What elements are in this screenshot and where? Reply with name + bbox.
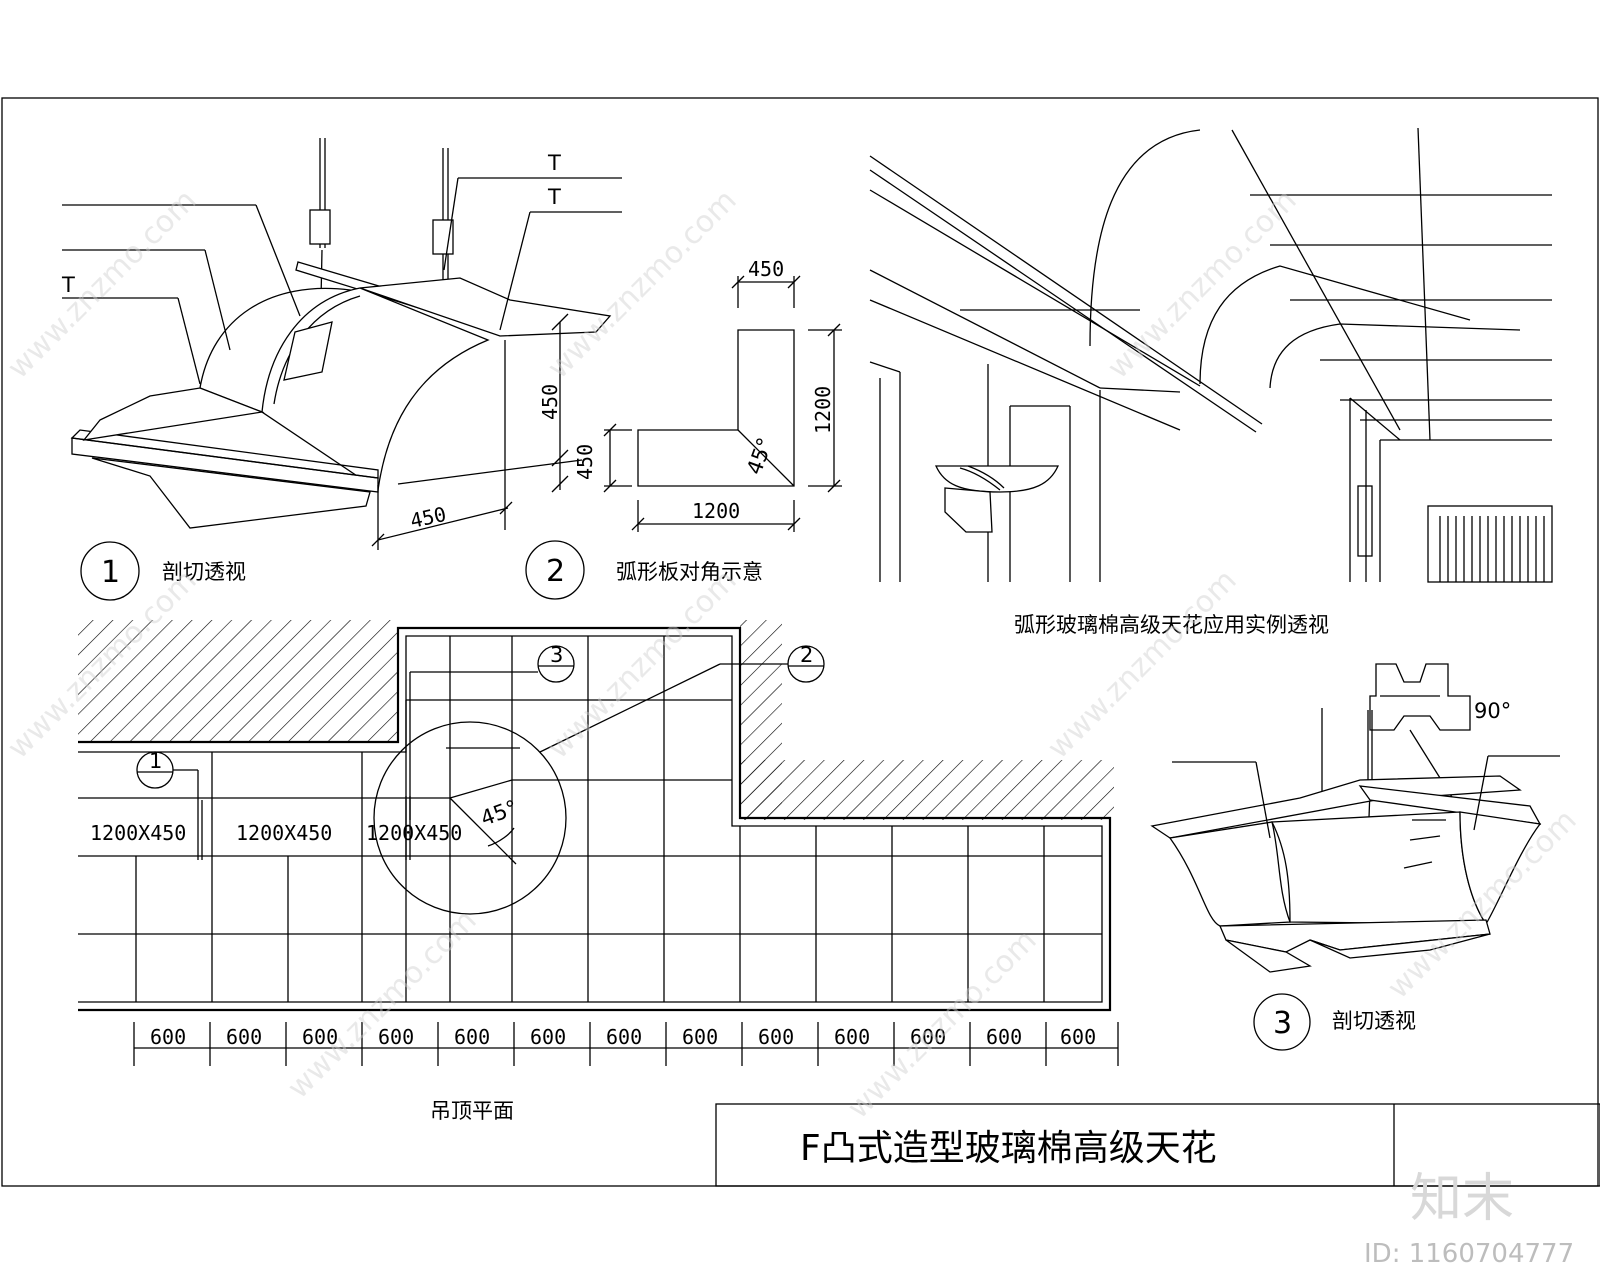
plan-dim-600-12: 600 <box>986 1025 1022 1049</box>
view3-section-perspective: 90° 3 剖切透视 <box>1150 663 1560 1051</box>
view2-angle-45: 45° <box>742 435 777 478</box>
t-marker-left: T <box>61 273 75 297</box>
plan-dim-600-7: 600 <box>606 1025 642 1049</box>
plan-dim-600-10: 600 <box>834 1025 870 1049</box>
view1-number: 1 <box>101 555 120 590</box>
watermark-site-6: www.znzmo.com <box>1041 563 1244 766</box>
view3-caption: 剖切透视 <box>1332 1009 1416 1033</box>
watermark-id: ID: 1160704777 <box>1364 1239 1574 1269</box>
watermark-brand: 知末 <box>1410 1169 1514 1229</box>
ref-bubble-3 <box>537 645 575 683</box>
watermark-site-2: www.znzmo.com <box>541 183 744 386</box>
dim-v2-1200-vertical: 1200 <box>811 386 835 434</box>
example-caption: 弧形玻璃棉高级天花应用实例透视 <box>1014 613 1329 637</box>
watermark-site-1: www.znzmo.com <box>1 183 204 386</box>
dim-v1-450-depth: 450 <box>408 502 448 533</box>
view3-number: 3 <box>1273 1006 1292 1041</box>
dim-v2-1200-horizontal: 1200 <box>692 499 740 523</box>
view1-section-perspective: T T T 450 450 450 1 剖切透视 <box>61 138 622 601</box>
plan-caption: 吊顶平面 <box>430 1099 514 1123</box>
plan-dim-600-6: 600 <box>530 1025 566 1049</box>
view1-number-circle <box>80 541 140 601</box>
dim-v2-450: 450 <box>748 257 784 281</box>
plan-dim-600-2: 600 <box>226 1025 262 1049</box>
plan-dim-600-11: 600 <box>910 1025 946 1049</box>
plan-dimension-ticks <box>133 1022 1119 1066</box>
plan-dim-600-4: 600 <box>378 1025 414 1049</box>
t-marker-middle: T <box>547 185 561 209</box>
drawing-title: F凸式造型玻璃棉高级天花 <box>800 1128 1217 1169</box>
plan-grid <box>78 636 1102 1002</box>
dim-v1-450-lower: 450 <box>573 444 597 480</box>
curtain-folds <box>1439 516 1545 582</box>
ref-bubble-3-number: 3 <box>550 643 563 667</box>
view3-number-circle <box>1253 993 1311 1051</box>
detail-callout-circle <box>373 721 567 915</box>
plan-dim-600-13: 600 <box>1060 1025 1096 1049</box>
panel-size-label-2: 1200X450 <box>236 821 332 845</box>
plan-dim-600-3: 600 <box>302 1025 338 1049</box>
t-marker-upper: T <box>547 151 561 175</box>
title-block: F凸式造型玻璃棉高级天花 <box>715 1103 1600 1187</box>
ref-bubble-1-number: 1 <box>149 749 162 773</box>
wall-hatch-right <box>740 760 1114 820</box>
panel-size-label-1: 1200X450 <box>90 821 186 845</box>
wall-hatch-left <box>78 620 398 742</box>
ceiling-plan: 45° 3 2 1 1200X450 1200X450 1200X450 <box>78 620 1119 1123</box>
plan-angle-45: 45° <box>478 795 521 830</box>
view1-caption: 剖切透视 <box>162 560 246 584</box>
view2-number-circle <box>525 540 585 600</box>
plan-dim-600-9: 600 <box>758 1025 794 1049</box>
view2-caption: 弧形板对角示意 <box>616 560 763 584</box>
dim-v1-450-height: 450 <box>538 384 562 420</box>
view3-angle-90: 90° <box>1474 699 1511 723</box>
plan-dim-600-8: 600 <box>682 1025 718 1049</box>
panel-size-label-3: 1200X450 <box>366 821 462 845</box>
plan-dim-600-1: 600 <box>150 1025 186 1049</box>
view2-corner-diagram: 45° 450 1200 1200 2 弧形板对角示意 <box>525 257 842 600</box>
plan-dim-600-5: 600 <box>454 1025 490 1049</box>
view2-number: 2 <box>546 554 565 589</box>
application-example-perspective: 弧形玻璃棉高级天花应用实例透视 <box>869 127 1553 637</box>
ref-bubble-2-number: 2 <box>800 643 813 667</box>
